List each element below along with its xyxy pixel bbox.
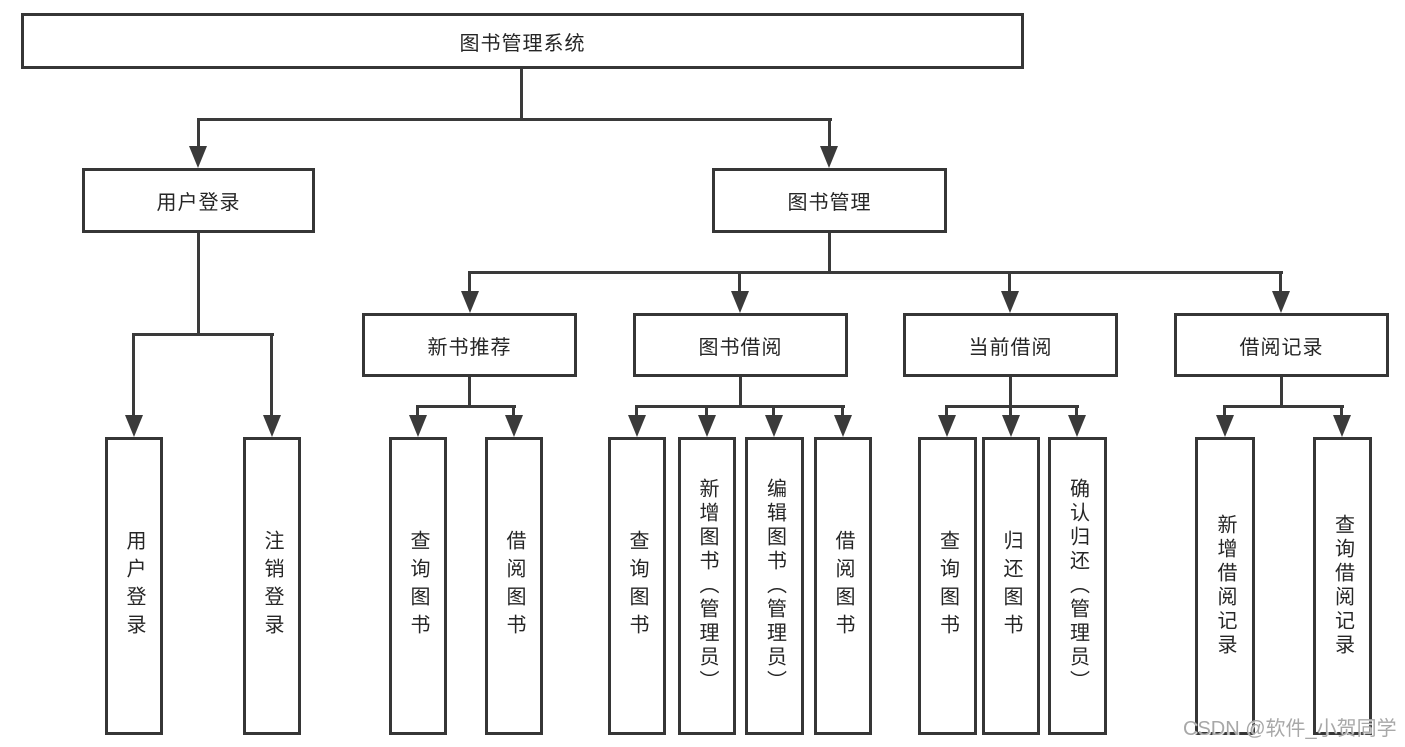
line: [1008, 271, 1011, 295]
leaf-add-books-admin: 新增图书（管理员）: [678, 437, 736, 735]
node-borrowing-records: 借阅记录: [1174, 313, 1389, 377]
line: [738, 271, 741, 295]
line: [1279, 271, 1282, 295]
arrow-down-icon: [938, 415, 956, 437]
leaf-query-books-current: 查询图书: [918, 437, 977, 735]
line: [1009, 405, 1012, 419]
node-new-book-recommendation: 新书推荐: [362, 313, 577, 377]
line: [1280, 377, 1283, 407]
line: [945, 405, 948, 419]
arrow-down-icon: [765, 415, 783, 437]
arrow-down-icon: [505, 415, 523, 437]
leaf-query-books-borrowing: 查询图书: [608, 437, 666, 735]
arrow-down-icon: [1216, 415, 1234, 437]
node-book-management: 图书管理: [712, 168, 947, 233]
node-library-management-system: 图书管理系统: [21, 13, 1024, 69]
leaf-return-books: 归还图书: [982, 437, 1040, 735]
line: [1075, 405, 1078, 419]
node-user-login: 用户登录: [82, 168, 315, 233]
arrow-down-icon: [1001, 291, 1019, 313]
line: [270, 333, 273, 419]
arrow-down-icon: [834, 415, 852, 437]
node-current-borrowing: 当前借阅: [903, 313, 1118, 377]
line: [197, 233, 200, 335]
line: [416, 405, 419, 419]
arrow-down-icon: [820, 146, 838, 168]
arrow-down-icon: [1272, 291, 1290, 313]
line: [197, 118, 200, 150]
line: [635, 405, 638, 419]
arrow-down-icon: [189, 146, 207, 168]
line: [520, 69, 523, 120]
node-book-borrowing: 图书借阅: [633, 313, 848, 377]
leaf-user-login: 用户登录: [105, 437, 163, 735]
arrow-down-icon: [1333, 415, 1351, 437]
line: [468, 377, 471, 407]
line: [468, 271, 1283, 274]
arrow-down-icon: [1002, 415, 1020, 437]
line: [512, 405, 515, 419]
line: [1223, 405, 1344, 408]
arrow-down-icon: [628, 415, 646, 437]
line: [635, 405, 845, 408]
line: [416, 405, 516, 408]
line: [132, 333, 135, 419]
line: [1340, 405, 1343, 419]
leaf-logout: 注销登录: [243, 437, 301, 735]
line: [772, 405, 775, 419]
line: [468, 271, 471, 295]
arrow-down-icon: [409, 415, 427, 437]
line: [705, 405, 708, 419]
line: [1223, 405, 1226, 419]
leaf-edit-books-admin: 编辑图书（管理员）: [745, 437, 804, 735]
leaf-query-books-recommend: 查询图书: [389, 437, 447, 735]
leaf-query-borrow-record: 查询借阅记录: [1313, 437, 1372, 735]
arrow-down-icon: [263, 415, 281, 437]
line: [739, 377, 742, 407]
arrow-down-icon: [731, 291, 749, 313]
arrow-down-icon: [1068, 415, 1086, 437]
arrow-down-icon: [698, 415, 716, 437]
arrow-down-icon: [461, 291, 479, 313]
line: [828, 233, 831, 273]
leaf-borrow-books-recommend: 借阅图书: [485, 437, 543, 735]
leaf-add-borrow-record: 新增借阅记录: [1195, 437, 1255, 735]
line: [841, 405, 844, 419]
leaf-confirm-return-admin: 确认归还（管理员）: [1048, 437, 1107, 735]
arrow-down-icon: [125, 415, 143, 437]
line: [133, 333, 274, 336]
line: [945, 405, 1079, 408]
csdn-watermark: CSDN @软件_小贺同学: [1183, 718, 1397, 740]
line: [1009, 377, 1012, 407]
line: [828, 118, 831, 150]
leaf-borrow-books: 借阅图书: [814, 437, 872, 735]
line: [197, 118, 832, 121]
